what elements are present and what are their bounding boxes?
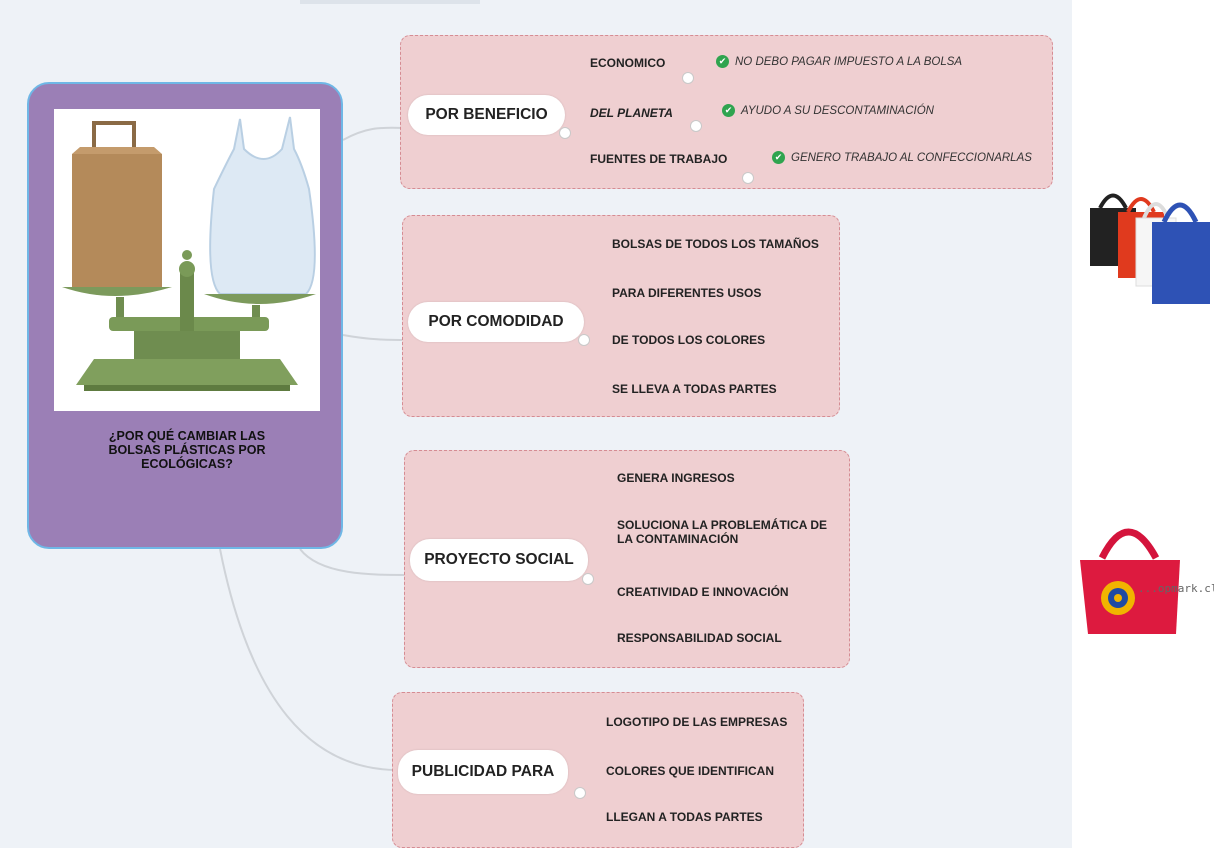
check-icon: ✔: [722, 104, 735, 117]
note-fuentes-de-trabajo[interactable]: ✔ GENERO TRABAJO AL CONFECCIONARLAS: [772, 151, 1032, 164]
note-del-planeta-text: AYUDO A SU DESCONTAMINACIÓN: [741, 104, 934, 117]
item-genera-ingresos[interactable]: GENERA INGRESOS: [617, 471, 735, 485]
branch-por-comodidad-connector-dot[interactable]: [578, 334, 590, 346]
item-fuentes-de-trabajo[interactable]: FUENTES DE TRABAJO: [590, 152, 728, 166]
check-icon: ✔: [716, 55, 729, 68]
central-topic-title: ¿POR QUÉ CAMBIAR LAS BOLSAS PLÁSTICAS PO…: [108, 429, 266, 471]
item-logotipo-de-las-empresas[interactable]: LOGOTIPO DE LAS EMPRESAS: [606, 715, 788, 729]
branch-proyecto-social[interactable]: PROYECTO SOCIAL: [410, 539, 588, 581]
red-tote-bag-image: [1080, 508, 1214, 638]
connector-central-to-publicidad: [219, 548, 399, 771]
item-del-planeta-dot[interactable]: [690, 120, 702, 132]
check-icon: ✔: [772, 151, 785, 164]
balance-scale-image: [54, 109, 320, 411]
item-se-lleva-a-todas-partes[interactable]: SE LLEVA A TODAS PARTES: [612, 382, 777, 396]
item-colores-que-identifican[interactable]: COLORES QUE IDENTIFICAN: [606, 764, 775, 778]
note-fuentes-de-trabajo-text: GENERO TRABAJO AL CONFECCIONARLAS: [791, 151, 1032, 164]
branch-publicidad-para[interactable]: PUBLICIDAD PARA: [398, 750, 568, 794]
watermark-text: ...opmark.cl: [1138, 582, 1214, 595]
central-topic[interactable]: ¿POR QUÉ CAMBIAR LAS BOLSAS PLÁSTICAS PO…: [27, 82, 343, 549]
item-bolsas-de-todos-los-tamanos[interactable]: BOLSAS DE TODOS LOS TAMAÑOS: [612, 237, 819, 251]
canvas-top-bar: [300, 0, 480, 4]
note-economico[interactable]: ✔ NO DEBO PAGAR IMPUESTO A LA BOLSA: [716, 55, 962, 68]
connector-central-to-beneficio: [342, 126, 409, 141]
item-economico-dot[interactable]: [682, 72, 694, 84]
branch-por-beneficio-connector-dot[interactable]: [559, 127, 571, 139]
connector-central-to-social: [299, 548, 411, 576]
item-soluciona-la-problematica[interactable]: SOLUCIONA LA PROBLEMÁTICA DE LA CONTAMIN…: [617, 518, 827, 546]
branch-proyecto-social-connector-dot[interactable]: [582, 573, 594, 585]
item-responsabilidad-social[interactable]: RESPONSABILIDAD SOCIAL: [617, 631, 782, 645]
branch-por-beneficio[interactable]: POR BENEFICIO: [408, 95, 565, 135]
connector-central-to-comodidad: [342, 334, 409, 341]
note-del-planeta[interactable]: ✔ AYUDO A SU DESCONTAMINACIÓN: [722, 104, 934, 117]
item-fuentes-de-trabajo-dot[interactable]: [742, 172, 754, 184]
branch-por-comodidad[interactable]: POR COMODIDAD: [408, 302, 584, 342]
item-del-planeta[interactable]: DEL PLANETA: [590, 106, 673, 120]
branch-publicidad-para-connector-dot[interactable]: [574, 787, 586, 799]
item-para-diferentes-usos[interactable]: PARA DIFERENTES USOS: [612, 286, 762, 300]
item-economico[interactable]: ECONOMICO: [590, 56, 666, 70]
colorful-tote-bags-image: [1080, 178, 1214, 306]
item-de-todos-los-colores[interactable]: DE TODOS LOS COLORES: [612, 333, 766, 347]
note-economico-text: NO DEBO PAGAR IMPUESTO A LA BOLSA: [735, 55, 963, 68]
item-llegan-a-todas-partes[interactable]: LLEGAN A TODAS PARTES: [606, 810, 763, 824]
item-creatividad-e-innovacion[interactable]: CREATIVIDAD E INNOVACIÓN: [617, 585, 789, 599]
